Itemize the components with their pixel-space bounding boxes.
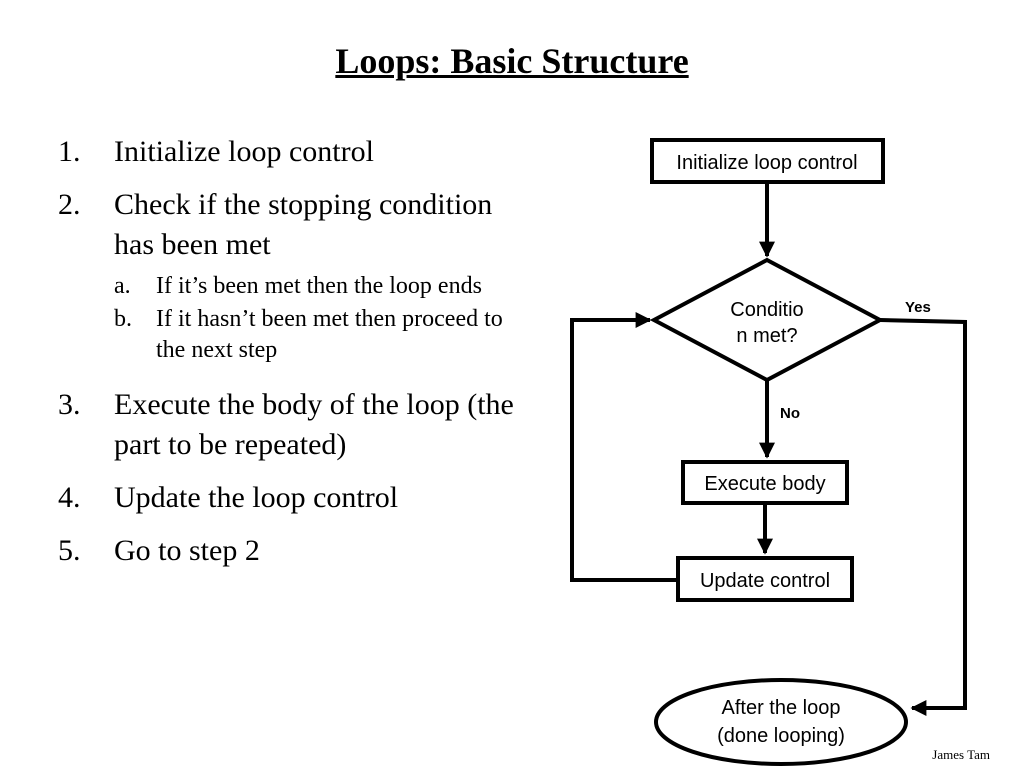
init-label: Initialize loop control [676, 152, 857, 174]
yes-label: Yes [905, 299, 931, 316]
init-box: Initialize loop control [650, 138, 885, 184]
slide-title: Loops: Basic Structure [335, 41, 689, 81]
step-number: 5. [58, 534, 81, 567]
step-text: Go to step 2 [114, 534, 260, 567]
author-footer: James Tam [932, 747, 990, 762]
sub-step-letter: b. [114, 306, 132, 332]
step-text: Initialize loop control [114, 135, 374, 168]
step-2: 2. Check if the stopping condition has b… [58, 185, 528, 372]
step-5: 5. Go to step 2 [58, 531, 528, 571]
sub-step-letter: a. [114, 273, 131, 299]
step-3: 3. Execute the body of the loop (the par… [58, 385, 528, 465]
sub-steps: a. If it’s been met then the loop ends b… [114, 271, 528, 366]
condition-label-line2: n met? [736, 325, 797, 347]
sub-step-text: If it hasn’t been met then proceed to th… [156, 306, 503, 363]
step-text: Check if the stopping condition has been… [114, 188, 493, 261]
after-label-line2: (done looping) [717, 725, 845, 747]
after-loop-ellipse: After the loop (done looping) [654, 678, 908, 766]
step-1: 1. Initialize loop control [58, 132, 528, 172]
steps-list: 1. Initialize loop control 2. Check if t… [58, 132, 528, 584]
update-label: Update control [700, 570, 830, 592]
sub-step-text: If it’s been met then the loop ends [156, 273, 482, 299]
update-box: Update control [676, 556, 854, 602]
sub-step-b: b. If it hasn’t been met then proceed to… [114, 304, 528, 366]
no-label: No [780, 405, 800, 422]
step-text: Execute the body of the loop (the part t… [114, 388, 514, 461]
condition-diamond: Conditio n met? [649, 257, 885, 383]
after-label-line1: After the loop [722, 697, 841, 719]
sub-step-a: a. If it’s been met then the loop ends [114, 271, 528, 302]
step-number: 3. [58, 388, 81, 421]
arrow-yes-to-after [879, 318, 967, 716]
condition-label-line1: Conditio [730, 299, 803, 321]
step-number: 1. [58, 135, 81, 168]
step-4: 4. Update the loop control [58, 478, 528, 518]
arrow-loop-back [570, 312, 678, 582]
step-number: 4. [58, 481, 81, 514]
step-number: 2. [58, 188, 81, 221]
execute-label: Execute body [704, 473, 825, 495]
execute-box: Execute body [681, 460, 849, 505]
step-text: Update the loop control [114, 481, 399, 514]
